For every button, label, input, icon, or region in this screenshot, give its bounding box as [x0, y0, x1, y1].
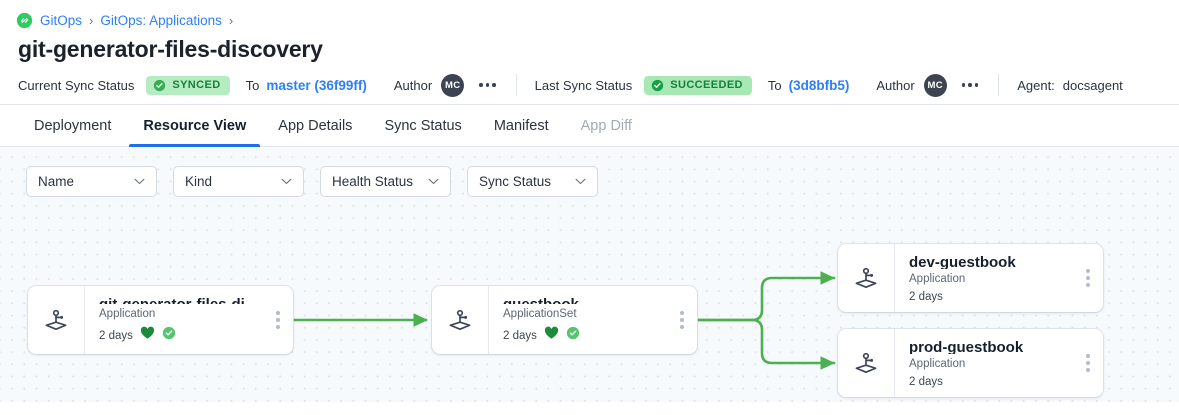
tab-sync-status[interactable]: Sync Status: [384, 117, 462, 134]
tab-deployment[interactable]: Deployment: [34, 117, 112, 134]
breadcrumb-item-applications[interactable]: GitOps: Applications: [100, 12, 222, 28]
filter-name[interactable]: Name: [26, 166, 157, 197]
last-sync-status-label: Last Sync Status: [534, 77, 633, 93]
node-menu[interactable]: [1073, 329, 1103, 397]
node-kind: Application: [99, 308, 156, 321]
node-menu[interactable]: [1073, 244, 1103, 312]
node-meta: 2 days: [909, 376, 1073, 388]
tab-resource-view[interactable]: Resource View: [127, 105, 262, 147]
filter-kind-label: Kind: [185, 174, 213, 189]
node-menu[interactable]: [263, 286, 293, 354]
chevron-down-icon: [428, 178, 439, 185]
node-name: prod-guestbook: [909, 339, 1024, 355]
heart-icon[interactable]: [544, 326, 559, 345]
node-kind: Application: [909, 358, 966, 371]
last-sync-target-link[interactable]: (3d8bfb5): [788, 77, 850, 93]
check-circle-icon[interactable]: [566, 326, 580, 345]
node-meta: 2 days: [909, 291, 1073, 303]
node-age: 2 days: [909, 376, 943, 388]
filter-health-status-label: Health Status: [332, 174, 414, 189]
last-sync-to-word: To: [767, 77, 782, 93]
current-sync-author-label: Author: [393, 77, 433, 93]
edge-appset-to-dev: [695, 271, 836, 322]
agent-value: docsagent: [1062, 77, 1123, 93]
check-circle-filled-icon: [651, 79, 664, 92]
node-age: 2 days: [909, 291, 943, 303]
avatar-last-sync-author[interactable]: MC: [923, 73, 947, 97]
check-circle-icon: [153, 79, 166, 92]
filter-health-status[interactable]: Health Status: [320, 166, 451, 197]
avatar-current-sync-author[interactable]: MC: [441, 73, 465, 97]
node-meta: 2 days: [503, 326, 667, 345]
argo-application-icon: [432, 286, 488, 354]
more-horizontal-icon-last-sync[interactable]: [960, 79, 981, 91]
node-menu[interactable]: [667, 286, 697, 354]
status-badge-synced-label: SYNCED: [172, 79, 221, 91]
node-name: dev-guestbook: [909, 254, 1016, 270]
filter-kind[interactable]: Kind: [173, 166, 304, 197]
status-badge-synced[interactable]: SYNCED: [146, 75, 230, 95]
graph-node-prod-guestbook[interactable]: prod-guestbook Application 2 days: [838, 329, 1103, 397]
graph-node-dev-guestbook[interactable]: dev-guestbook Application 2 days: [838, 244, 1103, 312]
tab-app-diff: App Diff: [580, 117, 632, 134]
current-sync-status-label: Current Sync Status: [18, 77, 135, 93]
chevron-down-icon: [575, 178, 586, 185]
node-meta: 2 days: [99, 326, 263, 345]
status-badge-succeeded[interactable]: SUCCEEDED: [644, 75, 752, 95]
graph-edges: [293, 271, 836, 370]
tab-bar: Deployment Resource View App Details Syn…: [0, 105, 1179, 147]
more-vertical-icon[interactable]: [676, 307, 688, 333]
breadcrumb-separator-last: ›: [228, 12, 234, 28]
filter-name-label: Name: [38, 174, 75, 189]
last-sync-author-label: Author: [876, 77, 915, 93]
node-name: git-generator-files-disco…: [99, 295, 263, 304]
node-kind: Application: [909, 273, 966, 286]
breadcrumb: GitOps › GitOps: Applications ›: [0, 0, 1179, 30]
argo-application-icon: [838, 244, 894, 312]
agent-label: Agent:: [1017, 77, 1055, 93]
graph-node-appset[interactable]: guestbook ApplicationSet 2 days: [432, 286, 697, 354]
argo-application-icon: [838, 329, 894, 397]
node-kind: ApplicationSet: [503, 308, 577, 321]
heart-icon[interactable]: [140, 326, 155, 345]
node-age: 2 days: [503, 329, 537, 342]
resource-graph-canvas[interactable]: Name Kind Health Status Sync Status: [0, 147, 1179, 402]
status-bar: Current Sync Status SYNCED To master (36…: [0, 66, 1179, 105]
edge-appset-to-prod: [695, 318, 836, 370]
current-sync-target-link[interactable]: master (36f99ff): [266, 77, 367, 93]
tab-manifest[interactable]: Manifest: [493, 117, 549, 134]
chevron-down-icon: [281, 178, 292, 185]
filter-bar: Name Kind Health Status Sync Status: [26, 166, 598, 197]
breadcrumb-item-gitops[interactable]: GitOps: [40, 12, 83, 28]
argo-application-icon: [28, 286, 84, 354]
more-vertical-icon[interactable]: [272, 307, 284, 333]
more-vertical-icon[interactable]: [1082, 350, 1094, 376]
check-circle-icon[interactable]: [162, 326, 176, 345]
page-title: git-generator-files-discovery: [18, 36, 323, 62]
node-age: 2 days: [99, 329, 133, 342]
status-badge-succeeded-label: SUCCEEDED: [670, 79, 743, 91]
more-vertical-icon[interactable]: [1082, 265, 1094, 291]
chevron-down-icon: [134, 178, 145, 185]
graph-node-root[interactable]: git-generator-files-disco… Application 2…: [28, 286, 293, 354]
node-name: guestbook: [503, 295, 667, 304]
status-divider-2: [998, 74, 1000, 96]
tab-app-details[interactable]: App Details: [278, 117, 353, 134]
status-divider-1: [515, 74, 517, 96]
filter-sync-status-label: Sync Status: [479, 174, 552, 189]
gitops-logo-icon: [16, 12, 33, 29]
filter-sync-status[interactable]: Sync Status: [467, 166, 598, 197]
current-sync-to-word: To: [245, 77, 260, 93]
breadcrumb-separator: ›: [89, 12, 94, 28]
more-horizontal-icon-current-sync[interactable]: [477, 79, 498, 91]
